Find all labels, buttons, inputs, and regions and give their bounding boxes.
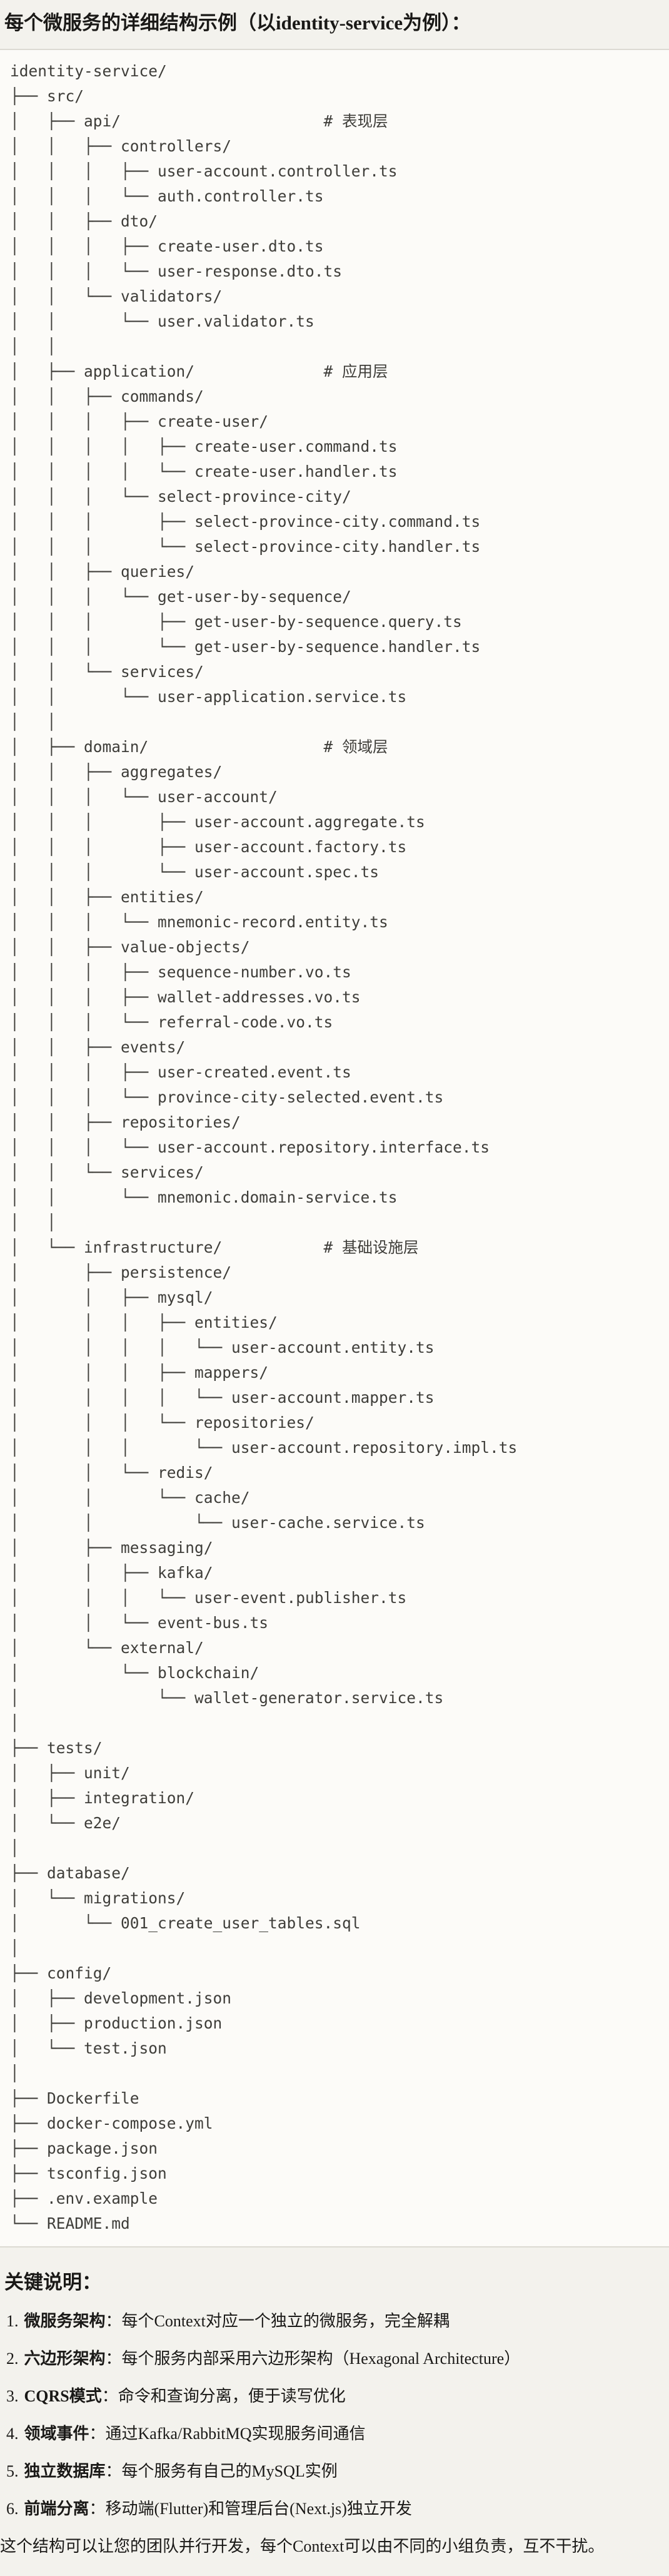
note-item: 1. 微服务架构：每个Context对应一个独立的微服务，完全解耦 <box>6 2310 669 2333</box>
note-item: 3. CQRS模式：命令和查询分离，便于读写优化 <box>6 2385 669 2408</box>
note-item: 5. 独立数据库：每个服务有自己的MySQL实例 <box>6 2460 669 2483</box>
note-colon: ： <box>101 2387 118 2405</box>
note-colon: ： <box>89 2500 106 2518</box>
note-text: 通过Kafka/RabbitMQ实现服务间通信 <box>105 2425 366 2443</box>
notes-heading: 关键说明： <box>4 2271 101 2293</box>
note-colon: ： <box>105 2349 122 2368</box>
note-number: 5. <box>6 2462 19 2480</box>
note-text: 移动端(Flutter)和管理后台(Next.js)独立开发 <box>105 2500 412 2518</box>
note-text: 每个服务内部采用六边形架构（Hexagonal Architecture） <box>121 2349 521 2368</box>
page-title: 每个微服务的详细结构示例（以identity-service为例）： <box>4 12 471 34</box>
note-number: 6. <box>6 2500 19 2518</box>
note-colon: ： <box>89 2425 106 2443</box>
note-number: 2. <box>6 2349 19 2368</box>
note-number: 3. <box>6 2387 19 2405</box>
note-number: 1. <box>6 2312 19 2330</box>
closing-paragraph: 这个结构可以让您的团队并行开发，每个Context可以由不同的小组负责，互不干扰… <box>0 2537 605 2555</box>
note-item: 4. 领域事件：通过Kafka/RabbitMQ实现服务间通信 <box>6 2423 669 2445</box>
note-text: 每个Context对应一个独立的微服务，完全解耦 <box>121 2312 450 2330</box>
note-text: 每个服务有自己的MySQL实例 <box>121 2462 338 2480</box>
directory-tree: identity-service/ ├── src/ │ ├── api/ # … <box>10 62 518 2232</box>
note-label: 独立数据库 <box>24 2462 106 2480</box>
note-number: 4. <box>6 2425 19 2443</box>
directory-tree-code-block: identity-service/ ├── src/ │ ├── api/ # … <box>0 49 669 2248</box>
note-item: 2. 六边形架构：每个服务内部采用六边形架构（Hexagonal Architec… <box>6 2348 669 2370</box>
note-label: 前端分离 <box>24 2500 89 2518</box>
note-label: CQRS模式 <box>24 2387 102 2405</box>
notes-list: 1.微服务架构：每个Context对应一个独立的微服务，完全解耦 2.六边形架构… <box>0 2310 669 2520</box>
note-label: 六边形架构 <box>24 2349 106 2368</box>
note-item: 6. 前端分离：移动端(Flutter)和管理后台(Next.js)独立开发 <box>6 2498 669 2520</box>
note-colon: ： <box>105 2462 122 2480</box>
note-label: 微服务架构 <box>24 2312 106 2330</box>
note-label: 领域事件 <box>24 2425 89 2443</box>
note-text: 命令和查询分离，便于读写优化 <box>118 2387 346 2405</box>
note-colon: ： <box>105 2312 122 2330</box>
